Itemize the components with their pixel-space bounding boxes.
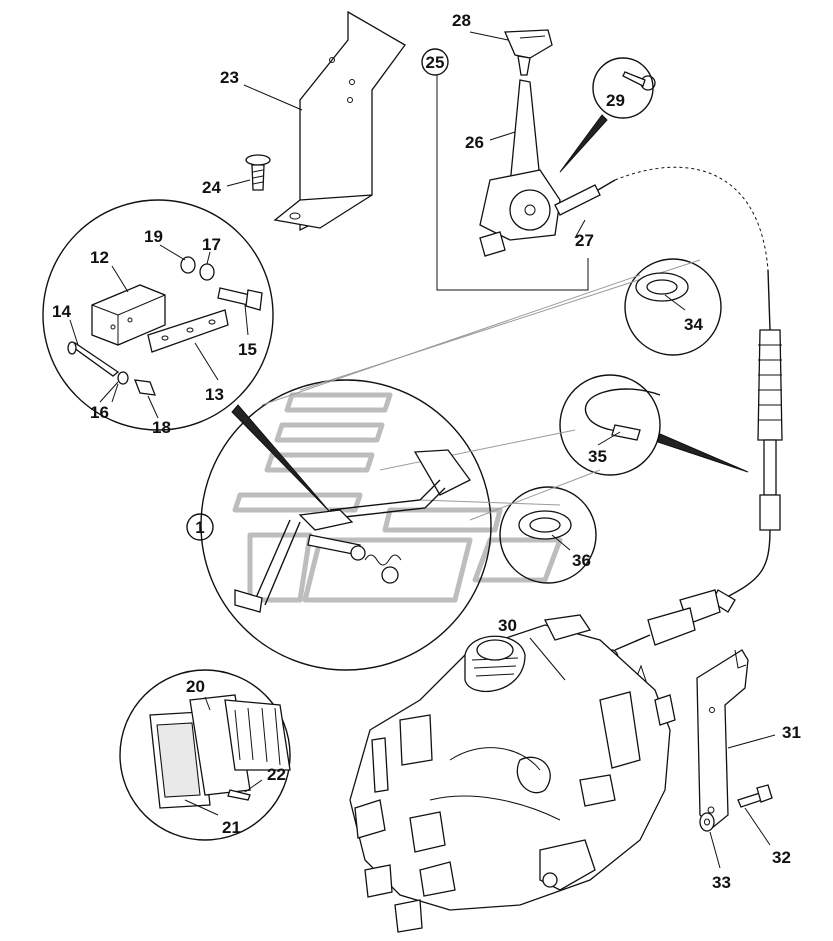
- detail-circle-12-19: [42, 199, 274, 431]
- lever-assembly-25: [436, 29, 656, 291]
- callout-17: 17: [202, 235, 221, 254]
- callout-15: 15: [238, 340, 257, 359]
- callout-19: 19: [144, 227, 163, 246]
- detail-circle-35: [559, 374, 661, 476]
- grommet-36: [518, 510, 572, 540]
- switch-assembly-12: [67, 256, 263, 396]
- callout-circle-25: [421, 48, 449, 76]
- detail-circle-34: [624, 258, 722, 356]
- callout-circle-1: [186, 513, 214, 541]
- callout-14: 14: [52, 302, 71, 321]
- screw-24: [245, 154, 271, 191]
- callout-34: 34: [684, 315, 703, 334]
- callout-31: 31: [782, 723, 801, 742]
- callout-35: 35: [588, 447, 607, 466]
- bracket-23: [273, 10, 406, 232]
- callout-18: 18: [152, 418, 171, 437]
- callout-22: 22: [267, 765, 286, 784]
- callout-1: 1: [195, 518, 204, 537]
- callout-27: 27: [575, 231, 594, 250]
- callout-24: 24: [202, 178, 221, 197]
- projection-lines: [261, 259, 701, 521]
- callout-30: 30: [498, 616, 517, 635]
- leader-wedge-detail-35: [657, 433, 749, 473]
- callout-25: 25: [426, 53, 445, 72]
- leader-wedge-detail-29: [559, 114, 608, 173]
- bellows-assembly-20: [149, 694, 291, 809]
- callout-36: 36: [572, 551, 591, 570]
- washer-33: [699, 812, 715, 832]
- callout-12: 12: [90, 248, 109, 267]
- callout-23: 23: [220, 68, 239, 87]
- detail-circle-1: [200, 379, 492, 671]
- callout-20: 20: [186, 677, 205, 696]
- throttle-cable-27: [614, 166, 783, 651]
- bolt-32: [737, 784, 773, 808]
- callout-labels: 1 12 13 14 15 16 17 18 19 20 21 22 23 24…: [52, 11, 801, 892]
- grommet-34: [635, 272, 689, 302]
- leader-lines: [69, 31, 776, 869]
- callout-21: 21: [222, 818, 241, 837]
- callout-28: 28: [452, 11, 471, 30]
- callout-16: 16: [90, 403, 109, 422]
- callout-26: 26: [465, 133, 484, 152]
- callout-32: 32: [772, 848, 791, 867]
- injection-pump: [349, 614, 676, 933]
- callout-33: 33: [712, 873, 731, 892]
- leader-wedge-detail-12: [231, 404, 331, 513]
- detail-circle-36: [499, 486, 597, 584]
- callout-29: 29: [606, 91, 625, 110]
- detail-circle-20-22: [119, 669, 291, 841]
- watermark-logo: [232, 392, 563, 603]
- pedal-linkage-1: [234, 449, 471, 613]
- callout-13: 13: [205, 385, 224, 404]
- clip-35: [584, 388, 661, 441]
